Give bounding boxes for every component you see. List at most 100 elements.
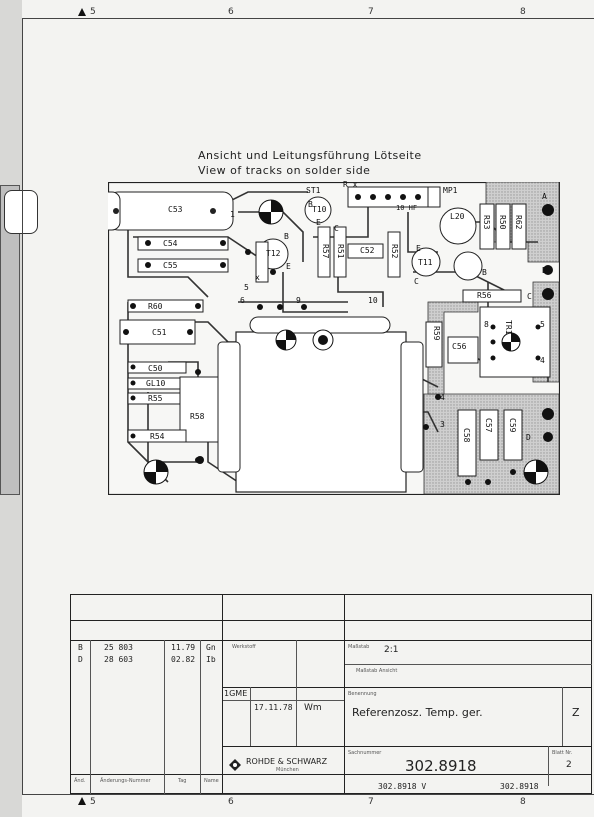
- label-hf: 10 HF: [396, 204, 418, 212]
- rev-col-label: Änderungs-Nummer: [100, 778, 151, 784]
- label-a: A: [542, 192, 547, 201]
- date-drawn: 17.11.78: [254, 703, 293, 712]
- label-c57: C57: [484, 418, 493, 433]
- label-pin-b-t12: B: [284, 232, 289, 241]
- label-r51: R51: [336, 244, 345, 259]
- zone-top-8: 8: [520, 7, 526, 17]
- pcb-track-drawing: [108, 182, 560, 495]
- tb-rule: [296, 640, 297, 746]
- name-value: Referenzosz. Temp. ger.: [352, 706, 483, 719]
- mounting-mark-icon: [523, 459, 549, 485]
- rev-col-label: Name: [204, 778, 219, 784]
- label-pin-e-t10: E: [316, 218, 321, 227]
- mounting-mark-icon: [275, 329, 297, 351]
- label-pin-e-t12: E: [286, 262, 291, 271]
- company-name: ROHDE & SCHWARZ: [246, 757, 328, 766]
- label-t12: T12: [266, 249, 281, 258]
- drawn-by: Wm: [304, 703, 322, 713]
- label-r52: R52: [390, 244, 399, 259]
- zone-bottom-8: 8: [520, 797, 526, 807]
- label-r62: R62: [514, 215, 523, 230]
- mounting-mark-icon: [258, 199, 284, 225]
- label-pin-5b: 5: [540, 320, 545, 329]
- zone-arrow-icon: [78, 8, 86, 16]
- label-r60: R60: [148, 302, 163, 311]
- label-c56: C56: [452, 342, 467, 351]
- tb-rule: [70, 620, 592, 621]
- tb-rule: [70, 640, 592, 641]
- name-label: Benennung: [348, 691, 377, 697]
- label-r54: R54: [150, 432, 165, 441]
- label-r50: R50: [498, 215, 507, 230]
- label-pin-4b: 4: [540, 356, 545, 365]
- zone-bottom-7: 7: [368, 797, 374, 807]
- drawn-label: 1GME: [224, 689, 248, 698]
- label-b: B: [542, 266, 547, 275]
- tb-rule: [164, 640, 165, 794]
- label-st1: ST1: [306, 186, 321, 195]
- label-t11: T11: [418, 258, 433, 267]
- zone-strip-bottom: 5 6 7 8: [22, 794, 594, 809]
- label-c51: C51: [152, 328, 167, 337]
- label-pin-4: 4: [440, 393, 445, 402]
- label-c53: C53: [168, 205, 183, 214]
- sheet-frame: [22, 18, 594, 794]
- rev-mark: D: [78, 655, 83, 664]
- label-r59: R59: [432, 326, 441, 341]
- zone-bottom-5: 5: [90, 797, 96, 807]
- tb-rule: [200, 640, 201, 794]
- left-neighbor-board: [0, 185, 20, 495]
- rev-sign: Ib: [206, 655, 216, 664]
- label-r58: R58: [190, 412, 205, 421]
- tb-rule: [90, 640, 91, 794]
- zone-top-7: 7: [368, 7, 374, 17]
- scale-value: 2:1: [384, 645, 399, 655]
- tb-rule: [222, 687, 592, 688]
- company-sub: München: [276, 767, 299, 773]
- rev-date: 11.79: [171, 643, 196, 652]
- tb-rule: [222, 700, 344, 701]
- label-r53: R53: [482, 215, 491, 230]
- zone-bottom-6: 6: [228, 797, 234, 807]
- drawing-title: Ansicht und Leitungsführung Lötseite Vie…: [198, 148, 422, 178]
- label-rx: R x: [343, 180, 358, 189]
- label-l20: L20: [450, 212, 465, 221]
- tb-rule: [344, 664, 592, 665]
- label-r57: R57: [321, 244, 330, 259]
- label-pin-c-t10: C: [334, 224, 339, 233]
- label-pin-8: 8: [484, 320, 489, 329]
- sheet-value: 2: [566, 760, 572, 770]
- label-x: x: [255, 273, 260, 282]
- label-c58: C58: [462, 428, 471, 443]
- left-neighbor-capacitor: [4, 190, 38, 234]
- label-gl10: GL10: [146, 379, 166, 388]
- tb-rule: [70, 774, 592, 775]
- label-pin-9: 9: [296, 296, 301, 305]
- rev-date: 02.82: [171, 655, 196, 664]
- rev-col-label: Tag: [178, 778, 187, 784]
- scale-note: Maßstab Ansicht: [356, 668, 398, 674]
- title-english: View of tracks on solder side: [198, 164, 371, 177]
- zone-arrow-icon: [78, 797, 86, 805]
- label-pin-b-t11: B: [482, 268, 487, 277]
- rev-number: 28 603: [104, 655, 133, 664]
- rev-number: 25 803: [104, 643, 133, 652]
- ref-right: 302.8918: [500, 782, 539, 791]
- title-block: [70, 594, 592, 794]
- rev-mark: B: [78, 643, 83, 652]
- sheet-label: Blatt Nr.: [552, 750, 573, 756]
- label-c: C: [527, 292, 532, 301]
- rev-col-label: Änd.: [74, 778, 86, 784]
- tb-rule: [250, 687, 251, 746]
- format-value: Z: [572, 706, 580, 719]
- label-d: D: [526, 433, 531, 442]
- tb-rule: [222, 746, 592, 747]
- mounting-mark-icon: [143, 459, 169, 485]
- label-c54: C54: [163, 239, 178, 248]
- ref-left: 302.8918 V: [378, 782, 427, 791]
- mounting-mark-icon: [501, 332, 521, 352]
- tb-rule: [222, 594, 223, 794]
- rev-sign: Gn: [206, 643, 216, 652]
- scale-label: Maßstab: [348, 644, 370, 650]
- number-value: 302.8918: [405, 757, 477, 775]
